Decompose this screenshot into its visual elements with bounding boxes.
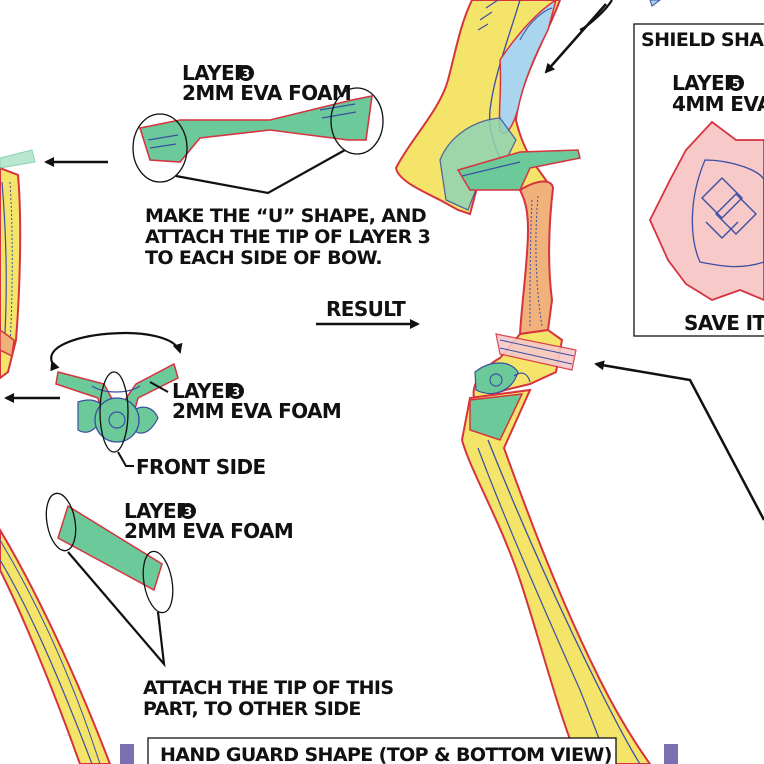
svg-text:2MM EVA FOAM: 2MM EVA FOAM — [172, 399, 341, 423]
layer3-mid-foam-piece — [55, 362, 179, 453]
shield-foam-piece — [649, 120, 764, 301]
u-shape-bend-arrow — [50, 331, 183, 372]
layer3-top-label: LAYER 3 2MM EVA FOAM — [182, 61, 352, 105]
save-note: SAVE IT FO — [684, 311, 764, 335]
layer3-bot-label: LAYER 3 2MM EVA FOAM — [124, 499, 294, 543]
layer3-top-foam-piece — [132, 87, 384, 195]
shield-shape-panel: SHIELD SHAPE I LAYER 5 4MM EVA FO SAVE I… — [633, 23, 764, 337]
svg-text:2MM EVA FOAM: 2MM EVA FOAM — [124, 519, 293, 543]
svg-text:FRONT SIDE: FRONT SIDE — [136, 455, 266, 479]
shield-panel-title: SHIELD SHAPE I — [641, 29, 764, 51]
svg-text:5: 5 — [732, 77, 740, 91]
svg-text:ATTACH THE TIP OF THIS: ATTACH THE TIP OF THIS — [143, 677, 393, 699]
svg-text:2MM EVA FOAM: 2MM EVA FOAM — [182, 81, 351, 105]
svg-text:MAKE THE “U” SHAPE, AND: MAKE THE “U” SHAPE, AND — [145, 205, 426, 227]
svg-text:TO EACH SIDE OF BOW.: TO EACH SIDE OF BOW. — [145, 247, 382, 269]
attach-note: ATTACH THE TIP OF THIS PART, TO OTHER SI… — [143, 677, 394, 720]
arrow-to-blade — [544, 3, 607, 74]
svg-text:ATTACH THE TIP OF LAYER 3: ATTACH THE TIP OF LAYER 3 — [145, 226, 430, 248]
front-side-label: FRONT SIDE — [117, 451, 266, 479]
result-label: RESULT — [316, 297, 420, 329]
left-bow-fragment — [0, 149, 134, 764]
hand-guard-panel: HAND GUARD SHAPE (TOP & BOTTOM VIEW) — [147, 737, 617, 764]
svg-text:3: 3 — [232, 385, 240, 399]
svg-text:PART, TO OTHER SIDE: PART, TO OTHER SIDE — [143, 698, 361, 720]
layer3-bot-foam-piece — [45, 492, 174, 668]
svg-text:3: 3 — [242, 67, 250, 81]
arrow-to-hand-guard — [594, 360, 764, 521]
hand-guard-title: HAND GUARD SHAPE (TOP & BOTTOM VIEW) — [160, 744, 612, 764]
svg-text:4MM EVA FO: 4MM EVA FO — [672, 92, 764, 116]
svg-text:RESULT: RESULT — [326, 297, 406, 321]
assembled-bow — [394, 0, 678, 764]
svg-text:3: 3 — [184, 505, 192, 519]
layer3-mid-label: LAYER 3 2MM EVA FOAM — [149, 379, 342, 423]
u-shape-note: MAKE THE “U” SHAPE, AND ATTACH THE TIP O… — [145, 205, 431, 269]
